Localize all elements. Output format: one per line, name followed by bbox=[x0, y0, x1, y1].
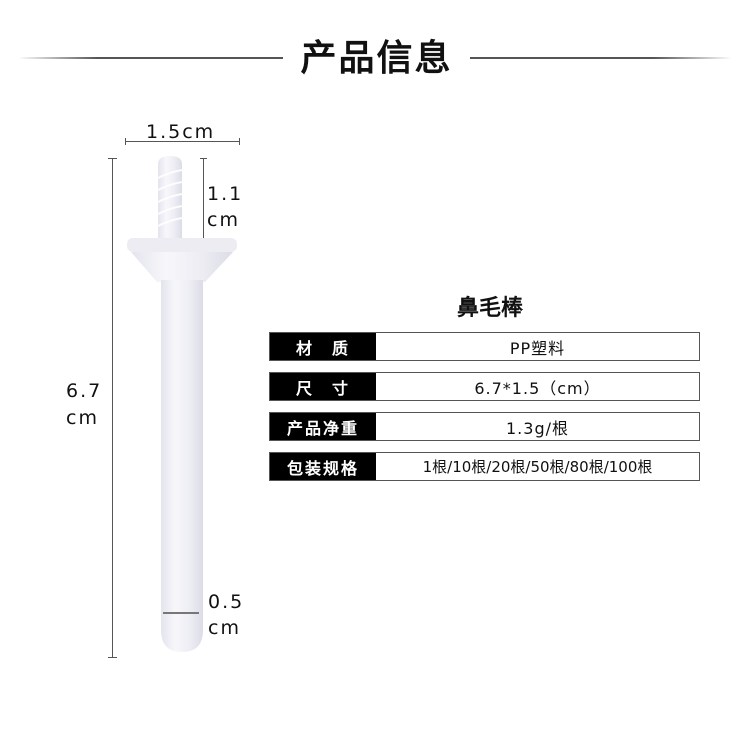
width-dimension-line bbox=[125, 141, 240, 142]
spec-value: PP塑料 bbox=[376, 333, 699, 360]
spec-label: 尺 寸 bbox=[270, 373, 376, 400]
end-label-unit: cm bbox=[208, 617, 241, 639]
tip-dimension-line bbox=[203, 158, 204, 242]
spec-value: 1.3g/根 bbox=[376, 413, 699, 440]
nose-stick-image bbox=[127, 156, 237, 652]
end-label-value: 0.5 bbox=[208, 591, 245, 613]
spec-row-material: 材 质 PP塑料 bbox=[269, 332, 700, 361]
width-tick-left bbox=[125, 138, 126, 145]
spec-row-weight: 产品净重 1.3g/根 bbox=[269, 412, 700, 441]
length-dimension-line bbox=[112, 158, 113, 658]
header-divider-left bbox=[18, 57, 283, 59]
header-divider-right bbox=[470, 57, 732, 59]
spec-value: 6.7*1.5（cm） bbox=[376, 373, 699, 400]
spec-value: 1根/10根/20根/50根/80根/100根 bbox=[376, 453, 699, 480]
length-label-unit: cm bbox=[66, 407, 99, 429]
page-title: 产品信息 bbox=[300, 38, 453, 79]
length-tick-top bbox=[108, 158, 117, 159]
spec-row-size: 尺 寸 6.7*1.5（cm） bbox=[269, 372, 700, 401]
tip-label-unit: cm bbox=[207, 209, 240, 231]
spec-label: 包装规格 bbox=[270, 453, 376, 480]
end-dimension-line bbox=[163, 612, 199, 614]
length-tick-bottom bbox=[108, 657, 117, 658]
spec-row-packaging: 包装规格 1根/10根/20根/50根/80根/100根 bbox=[269, 452, 700, 481]
tip-label-value: 1.1 bbox=[207, 183, 244, 205]
spec-label: 产品净重 bbox=[270, 413, 376, 440]
spec-label: 材 质 bbox=[270, 333, 376, 360]
tip-tick-top bbox=[200, 158, 207, 159]
product-name: 鼻毛棒 bbox=[456, 296, 523, 321]
length-label-value: 6.7 bbox=[66, 380, 103, 402]
width-label: 1.5cm bbox=[146, 121, 216, 143]
width-tick-right bbox=[239, 138, 240, 145]
